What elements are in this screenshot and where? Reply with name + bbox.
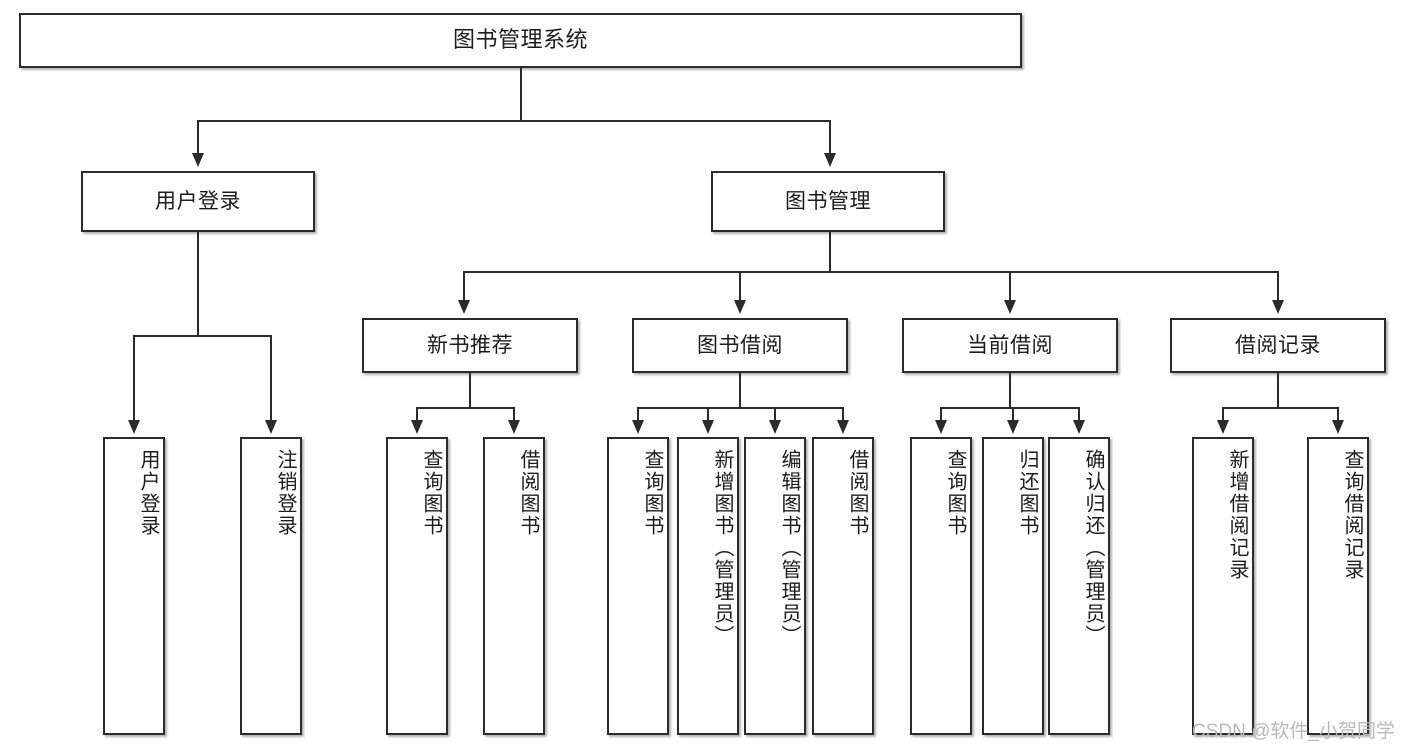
node-leaf-query-book-1[interactable]: 查询图书 — [386, 437, 448, 735]
connector-root-stem — [520, 68, 522, 121]
connector-drop-leaf-confirm-return — [1078, 407, 1080, 423]
arrowhead-leaf-add-borrow-record — [1217, 420, 1229, 434]
arrowhead-leaf-add-book — [702, 420, 714, 434]
arrowhead-borrow-record — [1272, 300, 1284, 314]
node-label: 借阅图书 — [517, 449, 539, 537]
connector-current-borrow-stem — [1009, 373, 1011, 408]
connector-level2-bus — [197, 120, 831, 122]
node-leaf-user-login[interactable]: 用户登录 — [103, 437, 165, 735]
node-new-book-recommend[interactable]: 新书推荐 — [362, 318, 578, 373]
node-label: 归还图书 — [1016, 449, 1038, 537]
node-label: 当前借阅 — [967, 333, 1053, 357]
arrowhead-book-borrow — [734, 300, 746, 314]
arrowhead-leaf-confirm-return — [1073, 420, 1085, 434]
node-label: 用户登录 — [155, 189, 241, 213]
connector-drop-borrow-record — [1277, 271, 1279, 303]
node-leaf-query-borrow-record[interactable]: 查询借阅记录 — [1307, 437, 1369, 735]
arrowhead-leaf-return-book — [1007, 420, 1019, 434]
node-label: 借阅记录 — [1235, 333, 1321, 357]
arrowhead-leaf-query-book-3 — [935, 420, 947, 434]
connector-current-borrow-bus — [940, 407, 1079, 409]
connector-level3-bus — [463, 271, 1277, 273]
connector-new-book-recommend-bus — [416, 407, 515, 409]
arrowhead-leaf-user-login — [128, 420, 140, 434]
connector-book-borrow-stem — [739, 373, 741, 408]
node-label: 新增图书（管理员） — [711, 449, 733, 647]
node-leaf-borrow-book-2[interactable]: 借阅图书 — [812, 437, 874, 735]
node-label: 新书推荐 — [427, 333, 513, 357]
connector-drop-user-login — [197, 120, 199, 156]
connector-drop-leaf-add-book — [707, 407, 709, 423]
connector-book-borrow-bus — [637, 407, 843, 409]
arrowhead-leaf-query-borrow-record — [1332, 420, 1344, 434]
connector-user-login-stem — [197, 232, 199, 336]
node-leaf-add-borrow-record[interactable]: 新增借阅记录 — [1192, 437, 1254, 735]
node-label: 用户登录 — [137, 449, 159, 537]
connector-new-book-recommend-stem — [469, 373, 471, 408]
node-leaf-confirm-return[interactable]: 确认归还（管理员） — [1048, 437, 1110, 735]
connector-borrow-record-stem — [1277, 373, 1279, 408]
connector-drop-new-book-recommend — [463, 271, 465, 303]
arrowhead-current-borrow — [1004, 300, 1016, 314]
connector-drop-leaf-query-borrow-record — [1337, 407, 1339, 423]
arrowhead-new-book-recommend — [458, 300, 470, 314]
node-current-borrow[interactable]: 当前借阅 — [902, 318, 1118, 373]
connector-borrow-record-bus — [1222, 407, 1338, 409]
arrowhead-leaf-edit-book — [769, 420, 781, 434]
arrowhead-leaf-query-book-1 — [411, 420, 423, 434]
node-label: 图书借阅 — [697, 333, 783, 357]
node-borrow-record[interactable]: 借阅记录 — [1170, 318, 1386, 373]
node-label: 编辑图书（管理员） — [778, 449, 800, 647]
connector-drop-leaf-borrow-book-1 — [513, 407, 515, 423]
csdn-watermark: CSDN @软件_小贺同学 — [1192, 721, 1395, 742]
node-leaf-user-logout[interactable]: 注销登录 — [240, 437, 302, 735]
arrowhead-book-manage — [824, 153, 836, 167]
node-leaf-return-book[interactable]: 归还图书 — [982, 437, 1044, 735]
connector-drop-leaf-borrow-book-2 — [842, 407, 844, 423]
node-label: 查询图书 — [641, 449, 663, 537]
node-label: 借阅图书 — [846, 449, 868, 537]
connector-drop-book-borrow — [739, 271, 741, 303]
node-label: 新增借阅记录 — [1226, 449, 1248, 581]
node-label: 图书管理 — [785, 189, 871, 213]
node-label: 确认归还（管理员） — [1082, 449, 1104, 647]
node-label: 查询图书 — [944, 449, 966, 537]
connector-drop-leaf-user-login — [133, 335, 135, 423]
arrowhead-leaf-borrow-book-1 — [508, 420, 520, 434]
node-label: 图书管理系统 — [452, 27, 588, 53]
node-label: 查询借阅记录 — [1341, 449, 1363, 581]
connector-drop-leaf-edit-book — [774, 407, 776, 423]
node-book-borrow[interactable]: 图书借阅 — [632, 318, 848, 373]
node-leaf-query-book-2[interactable]: 查询图书 — [607, 437, 669, 735]
connector-drop-leaf-query-book-3 — [940, 407, 942, 423]
connector-drop-leaf-add-borrow-record — [1222, 407, 1224, 423]
node-label: 注销登录 — [274, 449, 296, 537]
arrowhead-user-login — [192, 153, 204, 167]
node-label: 查询图书 — [420, 449, 442, 537]
connector-drop-leaf-return-book — [1012, 407, 1014, 423]
node-user-login[interactable]: 用户登录 — [81, 171, 315, 232]
connector-drop-leaf-query-book-1 — [416, 407, 418, 423]
arrowhead-leaf-query-book-2 — [632, 420, 644, 434]
connector-user-login-bus — [133, 335, 271, 337]
connector-book-manage-stem — [829, 232, 831, 272]
connector-drop-leaf-user-logout — [270, 335, 272, 423]
connector-drop-book-manage — [829, 120, 831, 156]
node-leaf-query-book-3[interactable]: 查询图书 — [910, 437, 972, 735]
node-leaf-edit-book[interactable]: 编辑图书（管理员） — [744, 437, 806, 735]
node-leaf-add-book[interactable]: 新增图书（管理员） — [677, 437, 739, 735]
arrowhead-leaf-user-logout — [265, 420, 277, 434]
connector-drop-current-borrow — [1009, 271, 1011, 303]
node-book-manage[interactable]: 图书管理 — [711, 171, 945, 232]
connector-drop-leaf-query-book-2 — [637, 407, 639, 423]
arrowhead-leaf-borrow-book-2 — [837, 420, 849, 434]
node-leaf-borrow-book-1[interactable]: 借阅图书 — [483, 437, 545, 735]
node-root-system[interactable]: 图书管理系统 — [19, 13, 1022, 68]
